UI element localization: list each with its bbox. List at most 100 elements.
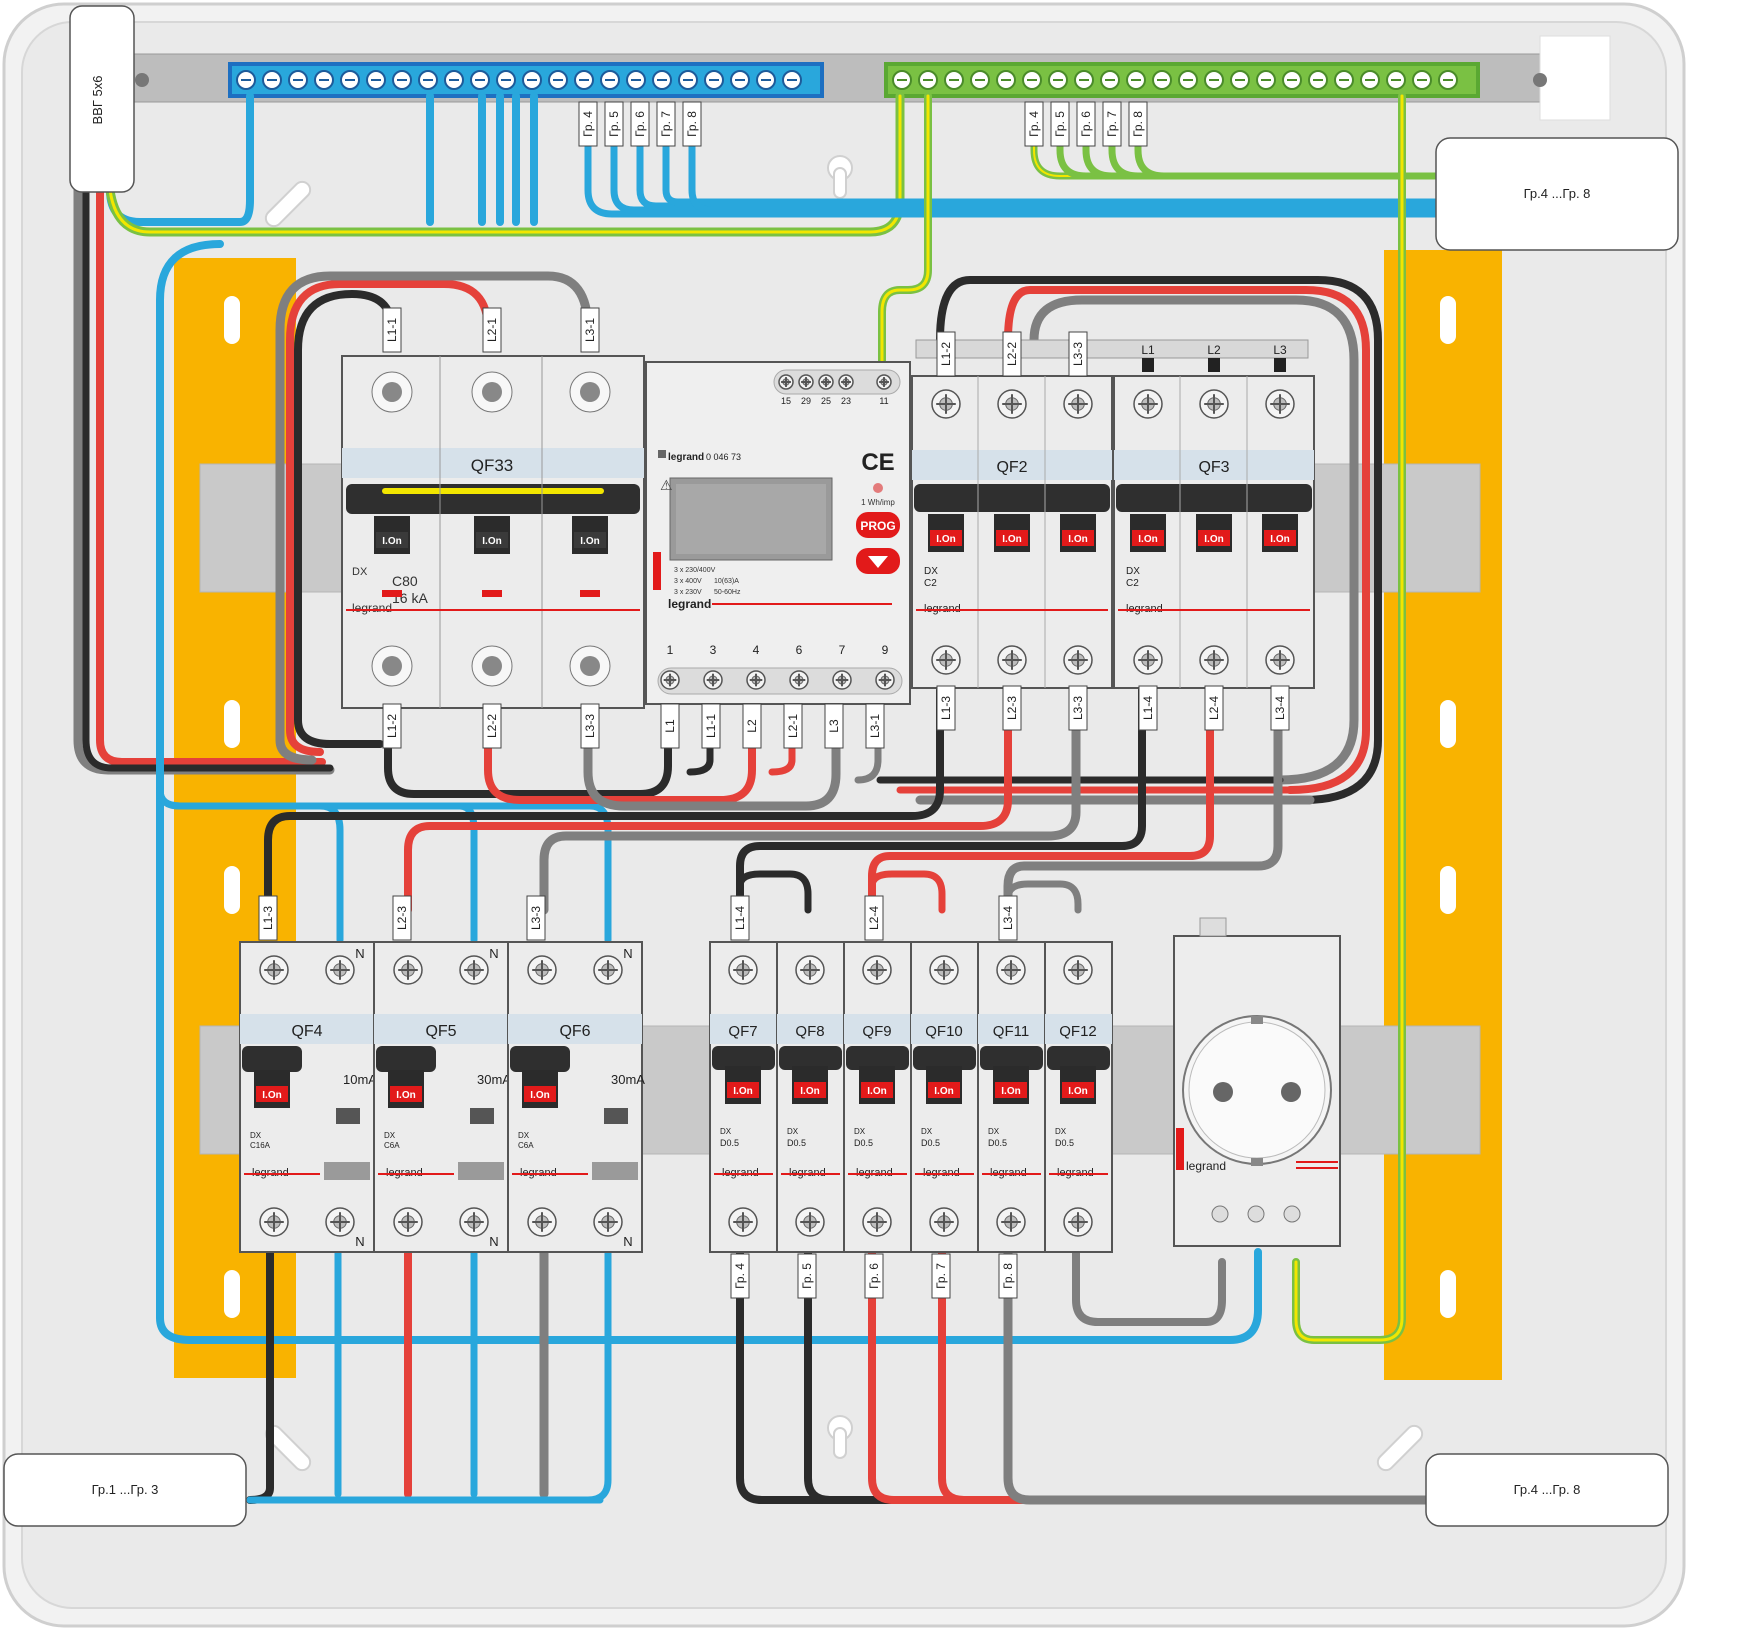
- meter-wire-tag-text: L1: [663, 719, 677, 733]
- hex-bolt-icon: [371, 371, 413, 413]
- meter-bottom-terminal-number: 4: [753, 643, 760, 657]
- terminal-screw-icon: [527, 1207, 557, 1237]
- breaker-handle[interactable]: I.On: [926, 1066, 962, 1104]
- breaker-top-tag-text: L3-4: [1001, 906, 1015, 930]
- terminal-screw-icon: [832, 670, 852, 690]
- breaker-handle[interactable]: I.On: [1060, 1066, 1096, 1104]
- terminal-screw-icon: [259, 1207, 289, 1237]
- qf33-rating: C80: [392, 573, 418, 589]
- terminal-screw-icon: [875, 670, 895, 690]
- breaker-bottom-tag: Гр. 4: [730, 1253, 750, 1299]
- breaker-handle[interactable]: I.On: [928, 514, 964, 552]
- meter-wire-tag: L3-1: [865, 703, 885, 749]
- rcbo-series: DX: [250, 1131, 262, 1140]
- meter-prog-label: PROG: [860, 519, 895, 533]
- meter-bottom-terminal-number: 3: [710, 643, 717, 657]
- breaker-curve: D0.5: [720, 1138, 739, 1148]
- breaker-handle[interactable]: I.On: [1130, 514, 1166, 552]
- meter-prog-button[interactable]: [856, 512, 900, 538]
- qf33-brand: legrand: [352, 601, 392, 615]
- qf33-top-tag: L1-1: [382, 307, 402, 353]
- breaker-bottom-tag: L3-4: [1270, 685, 1290, 731]
- breaker-name: QF2: [996, 459, 1027, 476]
- busbar-tag-pe: Гр. 8: [1128, 101, 1148, 147]
- breaker-bottom-tag: L1-3: [936, 685, 956, 731]
- meter-bottom-terminal-number: 1: [667, 643, 674, 657]
- breaker-handle[interactable]: I.On: [474, 516, 510, 554]
- terminal-screw-icon: [393, 1207, 423, 1237]
- busbar-tag-pe-text: Гр. 5: [1053, 111, 1067, 137]
- rcbo-name: QF6: [559, 1023, 590, 1040]
- terminal-screw-icon: [1265, 645, 1295, 675]
- top-right-label: Гр.4 ...Гр. 8: [1524, 186, 1591, 201]
- breaker-handle[interactable]: I.On: [1196, 514, 1232, 552]
- meter-top-terminal-number: 15: [781, 396, 791, 406]
- breaker-handle[interactable]: I.On: [572, 516, 608, 554]
- bottom-left-label: Гр.1 ...Гр. 3: [92, 1482, 159, 1497]
- breaker-name: QF10: [925, 1023, 963, 1040]
- handle-label: I.On: [1068, 534, 1087, 545]
- breaker-handle[interactable]: I.On: [1060, 514, 1096, 552]
- terminal-screw-icon: [1199, 389, 1229, 419]
- terminal-screw-icon: [1133, 645, 1163, 675]
- breaker-handle[interactable]: I.On: [374, 516, 410, 554]
- busbar-tag-pe: Гр. 6: [1076, 101, 1096, 147]
- breaker-series: DX: [921, 1127, 933, 1136]
- callout-bottom-right: Гр.4 ...Гр. 8: [1425, 1453, 1669, 1527]
- breaker-top-tag: L1-4: [730, 895, 750, 941]
- busbar-tag-pe: Гр. 7: [1102, 101, 1122, 147]
- terminal-screw-icon: [798, 374, 814, 390]
- breaker-top-tag: L3-4: [998, 895, 1018, 941]
- meter-wire-tag-text: L3-1: [868, 714, 882, 738]
- busbar-screws: [236, 70, 1458, 90]
- breaker-handle[interactable]: I.On: [1262, 514, 1298, 552]
- hex-bolt-icon: [371, 645, 413, 687]
- rcbo-sensitivity: 10mA: [343, 1072, 377, 1087]
- terminal-screw-icon: [459, 955, 489, 985]
- breaker-series: DX: [988, 1127, 1000, 1136]
- rcbo-name: QF5: [425, 1023, 456, 1040]
- terminal-screw-icon: [259, 955, 289, 985]
- breaker-bottom-tag: L2-3: [1002, 685, 1022, 731]
- breaker-bottom-tag-text: Гр. 5: [800, 1263, 814, 1289]
- terminal-screw-icon: [593, 955, 623, 985]
- breaker-handle[interactable]: I.On: [254, 1070, 290, 1108]
- breaker-handle[interactable]: I.On: [388, 1070, 424, 1108]
- breaker-curve: D0.5: [787, 1138, 806, 1148]
- neutral-mark: N: [489, 946, 498, 961]
- busbar-tag-neutral-text: Гр. 7: [659, 111, 673, 137]
- meter-code: 0 046 73: [706, 452, 741, 462]
- breaker-handle[interactable]: I.On: [994, 514, 1030, 552]
- breaker-handle[interactable]: I.On: [792, 1066, 828, 1104]
- terminal-screw-icon: [931, 389, 961, 419]
- breaker-bottom-tag-text: Гр. 6: [867, 1263, 881, 1289]
- rcbo-curve: C6A: [384, 1141, 400, 1150]
- terminal-screw-icon: [997, 645, 1027, 675]
- handle-label: I.On: [382, 536, 401, 547]
- qf33-bottom-tag: L1-2: [382, 703, 402, 749]
- breaker-bottom-tag: Гр. 8: [998, 1253, 1018, 1299]
- qf33-label: QF33: [471, 456, 514, 475]
- terminal-screw-icon: [728, 1207, 758, 1237]
- qf33-bottom-tag-text: L3-3: [583, 714, 597, 738]
- terminal-screw-icon: [996, 955, 1026, 985]
- rcbo-curve: C6A: [518, 1141, 534, 1150]
- rcbo-sensitivity: 30mA: [477, 1072, 511, 1087]
- handle-label: I.On: [396, 1090, 415, 1101]
- breaker-handle[interactable]: I.On: [859, 1066, 895, 1104]
- meter-top-terminal-number: 11: [879, 396, 888, 406]
- terminal-screw-icon: [325, 1207, 355, 1237]
- breaker-handle[interactable]: I.On: [522, 1070, 558, 1108]
- breaker-name: QF11: [993, 1023, 1029, 1040]
- breaker-handle[interactable]: I.On: [725, 1066, 761, 1104]
- terminal-screw-icon: [703, 670, 723, 690]
- rcbo-top-tag-text: L2-3: [395, 906, 409, 930]
- breaker-handle[interactable]: I.On: [993, 1066, 1029, 1104]
- terminal-screw-icon: [1063, 389, 1093, 419]
- meter-wire-tag: L2: [742, 703, 762, 749]
- breaker-bottom-tag-text: L2-4: [1207, 696, 1221, 720]
- terminal-screw-icon: [996, 1207, 1026, 1237]
- meter-spec-freq: 50-60Hz: [714, 589, 741, 596]
